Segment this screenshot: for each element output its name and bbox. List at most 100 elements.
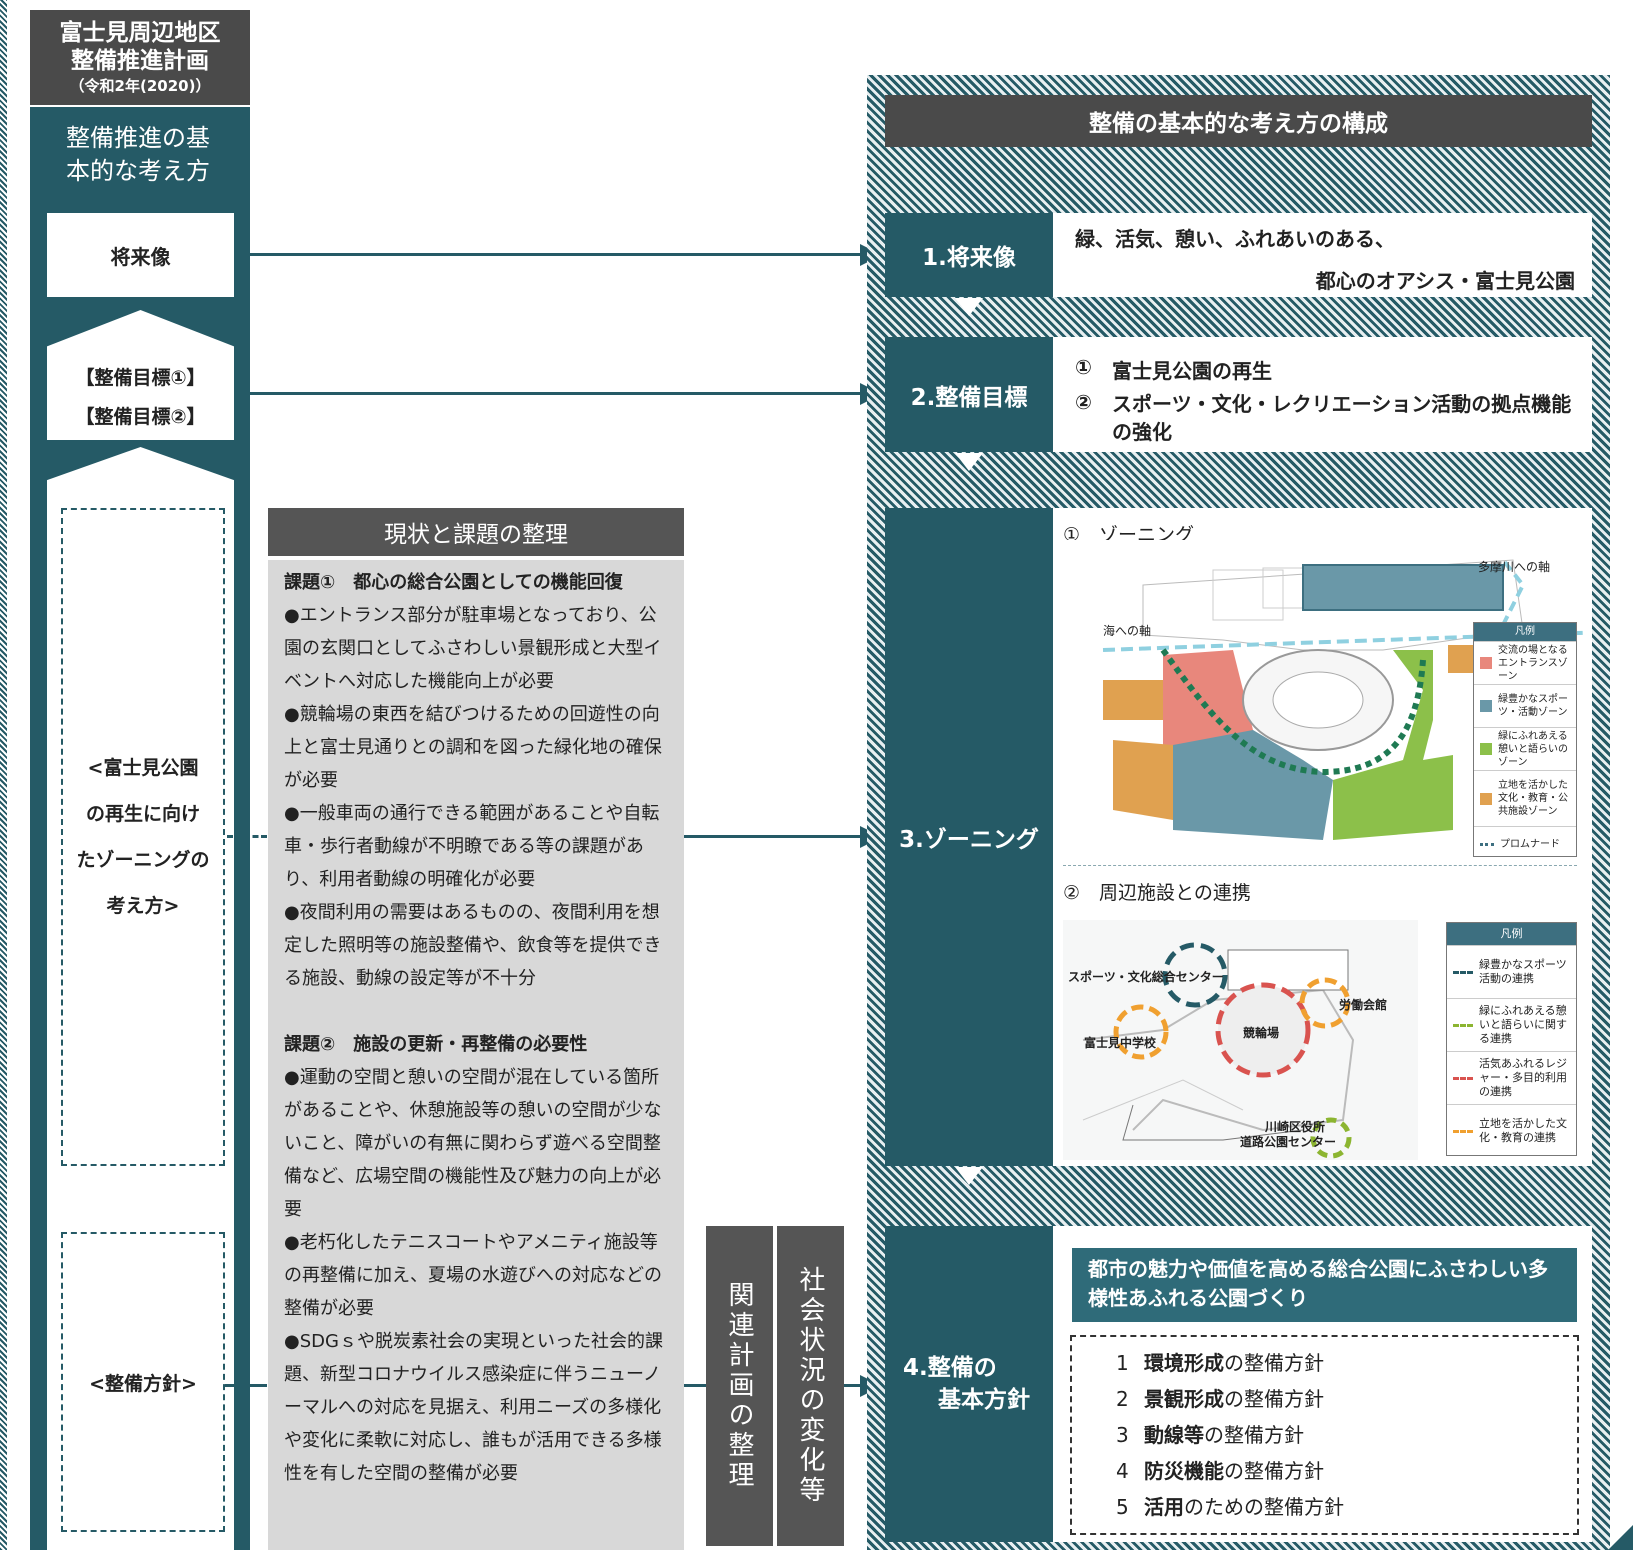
section-goals-label: 2.整備目標 [885, 337, 1053, 452]
legend2-text-relax: 緑にふれあえる憩いと語らいに関する連携 [1479, 1004, 1567, 1045]
policy-bold-1: 環境形成 [1144, 1351, 1224, 1375]
zoning-line-3: たゾーニングの [76, 849, 210, 871]
policy-item-5: 5 活用のための整備方針 [1116, 1489, 1577, 1525]
plan-title-line2: 整備推進計画 [71, 47, 209, 74]
connector-zoning-left [227, 835, 267, 838]
future-line-2: 都心のオアシス・富士見公園 [1315, 269, 1575, 293]
policy-num-4: 4 [1116, 1459, 1129, 1483]
link-legend: 凡例 緑豊かなスポーツ活動の連携 緑にふれあえる憩いと語らいに関する連携 活気あ… [1446, 922, 1577, 1156]
map2-label-sports-center: スポーツ・文化総合センター [1068, 970, 1224, 984]
future-line-1: 緑、活気、憩い、ふれあいのある、 [1075, 227, 1395, 251]
plan-year: （令和2年(2020)） [69, 76, 211, 95]
map2-label-keirin: 競輪場 [1243, 1026, 1280, 1040]
arrow-policy [844, 1384, 864, 1387]
policy-num-3: 3 [1116, 1423, 1129, 1447]
legend2-text-culture: 立地を活かした文化・教育の連携 [1479, 1117, 1567, 1144]
policy-num-1: 1 [1116, 1351, 1129, 1375]
related-plans-label: 関連計画の整理 [724, 1281, 754, 1491]
legend1-item: 緑豊かなスポーツ・活動ゾーン [1474, 684, 1576, 727]
map1-label-tama: 多摩川への軸 [1478, 560, 1551, 574]
policy-item-1: 1 環境形成の整備方針 [1116, 1345, 1577, 1381]
policy-rest-2: の整備方針 [1224, 1387, 1324, 1411]
legend1-swatch-culture [1480, 792, 1492, 805]
section-zoning-label: 3.ゾーニング [885, 508, 1053, 1166]
policy-label-line1: 4.整備の [903, 1355, 997, 1381]
legend2-text-leisure: 活気あふれるレジャー・多目的利用の連携 [1479, 1057, 1567, 1098]
zoning-line-2: の再生に向け [85, 803, 200, 825]
policy-num-5: 5 [1116, 1495, 1129, 1519]
policy-label-line2: 基本方針 [938, 1387, 1030, 1413]
policy-bold-2: 景観形成 [1144, 1387, 1224, 1411]
legend2-swatch-relax [1453, 1023, 1473, 1027]
link-subtitle: ② 周辺施設との連携 [1063, 882, 1251, 904]
map2-label-school: 富士見中学校 [1084, 1036, 1157, 1050]
flow-arrow-3 [955, 1167, 983, 1185]
legend1-item: 交流の場となるエントランスゾーン [1474, 641, 1576, 684]
related-plans-box: 関連計画の整理 [706, 1226, 773, 1546]
social-change-label: 社会状況の変化等 [795, 1266, 825, 1506]
issue2-point-1: ●運動の空間と憩いの空間が混在している箇所があることや、休憩施設等の憩いの空間が… [284, 1067, 662, 1220]
legend1-text-promenade: プロムナード [1500, 838, 1560, 850]
issues-title: 現状と課題の整理 [268, 508, 684, 556]
zoning-legend: 凡例 交流の場となるエントランスゾーン 緑豊かなスポーツ・活動ゾーン 緑にふれあ… [1473, 622, 1577, 857]
zoning-concept-box: <富士見公園 の再生に向け たゾーニングの 考え方> [61, 508, 225, 1166]
issue2-point-3: ●SDGｓや脱炭素社会の実現といった社会的課題、新型コロナウイルス感染症に伴うニ… [284, 1331, 663, 1484]
plan-title-line1: 富士見周辺地区 [59, 19, 221, 46]
legend2-swatch-culture [1453, 1129, 1473, 1133]
connector-policy-left [225, 1384, 267, 1387]
goal1-label: 【整備目標①】 [75, 367, 206, 389]
legend2-text-sports: 緑豊かなスポーツ活動の連携 [1479, 958, 1567, 985]
policy-bold-5: 活用 [1144, 1495, 1184, 1519]
section-future-label: 1.将来像 [885, 213, 1053, 297]
legend1-swatch-promenade [1480, 842, 1494, 846]
column-heading: 整備推進の基本的な考え方 [66, 124, 210, 185]
policy-box: <整備方針> [61, 1232, 225, 1532]
legend2-swatch-sports [1453, 970, 1473, 974]
future-box: 将来像 [47, 213, 234, 297]
legend2-item: 活気あふれるレジャー・多目的利用の連携 [1447, 1051, 1576, 1104]
legend1-text-culture: 立地を活かした文化・教育・公共施設ゾーン [1498, 780, 1568, 817]
flow-arrow-1 [955, 298, 983, 316]
legend1-item: 立地を活かした文化・教育・公共施設ゾーン [1474, 770, 1576, 826]
plan-title-box: 富士見周辺地区 整備推進計画 （令和2年(2020)） [30, 10, 250, 105]
issue1-title: 課題① 都心の総合公園としての機能回復 [284, 572, 623, 593]
policy-rest-4: の整備方針 [1224, 1459, 1324, 1483]
section-policy-label: 4.整備の 基本方針 [885, 1226, 1053, 1542]
legend1-swatch-sports [1480, 700, 1492, 712]
legend2-item: 立地を活かした文化・教育の連携 [1447, 1104, 1576, 1157]
legend2-item: 緑にふれあえる憩いと語らいに関する連携 [1447, 998, 1576, 1051]
map2-label-labor-hall: 労働会館 [1339, 998, 1388, 1012]
goal2-label: 【整備目標②】 [75, 406, 206, 428]
structure-header: 整備の基本的な考え方の構成 [885, 95, 1592, 147]
legend1-item: 緑にふれあえる憩いと語らいのゾーン [1474, 727, 1576, 770]
arrow-goals [250, 392, 862, 395]
policy-bold-3: 動線等 [1144, 1423, 1204, 1447]
issue2-point-2: ●老朽化したテニスコートやアメニティ施設等の再整備に加え、夏場の水遊びへの対応な… [284, 1232, 662, 1319]
issue1-point-1: ●エントランス部分が駐車場となっており、公園の玄関口としてふさわしい景観形成と大… [284, 605, 662, 692]
map2-label-ward-office-2: 道路公園センター [1240, 1135, 1337, 1149]
flow-arrow-2 [955, 453, 983, 471]
legend2-item: 緑豊かなスポーツ活動の連携 [1447, 945, 1576, 998]
connector-policy-mid [684, 1384, 706, 1387]
legend1-item: プロムナード [1474, 826, 1576, 861]
issue1-point-4: ●夜間利用の需要はあるものの、夜間利用を想定した照明等の施設整備や、飲食等を提供… [284, 902, 662, 989]
page-edge-stripe [0, 0, 7, 1550]
legend1-text-entrance: 交流の場となるエントランスゾーン [1498, 644, 1568, 682]
issues-panel: 課題① 都心の総合公園としての機能回復 ●エントランス部分が駐車場となっており、… [268, 560, 684, 1550]
map1-label-sea: 海への軸 [1103, 624, 1152, 638]
legend2-swatch-leisure [1453, 1076, 1473, 1080]
legend1-swatch-relax [1480, 743, 1492, 755]
legend1-title: 凡例 [1474, 623, 1576, 641]
issue1-point-2: ●競輪場の東西を結びつけるための回遊性の向上と富士見通りとの調和を図った緑化地の… [284, 704, 662, 791]
zoning-line-4: 考え方> [106, 895, 180, 917]
goal-item-1: 富士見公園の再生 [1112, 359, 1272, 383]
issue1-point-3: ●一般車両の通行できる範囲があることや自転車・歩行者動線が不明瞭である等の課題が… [284, 803, 660, 890]
issue2-title: 課題② 施設の更新・再整備の必要性 [284, 1034, 588, 1055]
policy-rest-1: の整備方針 [1224, 1351, 1324, 1375]
policy-rest-5: のための整備方針 [1184, 1495, 1344, 1519]
goal-item-1-num: ① [1075, 355, 1092, 379]
